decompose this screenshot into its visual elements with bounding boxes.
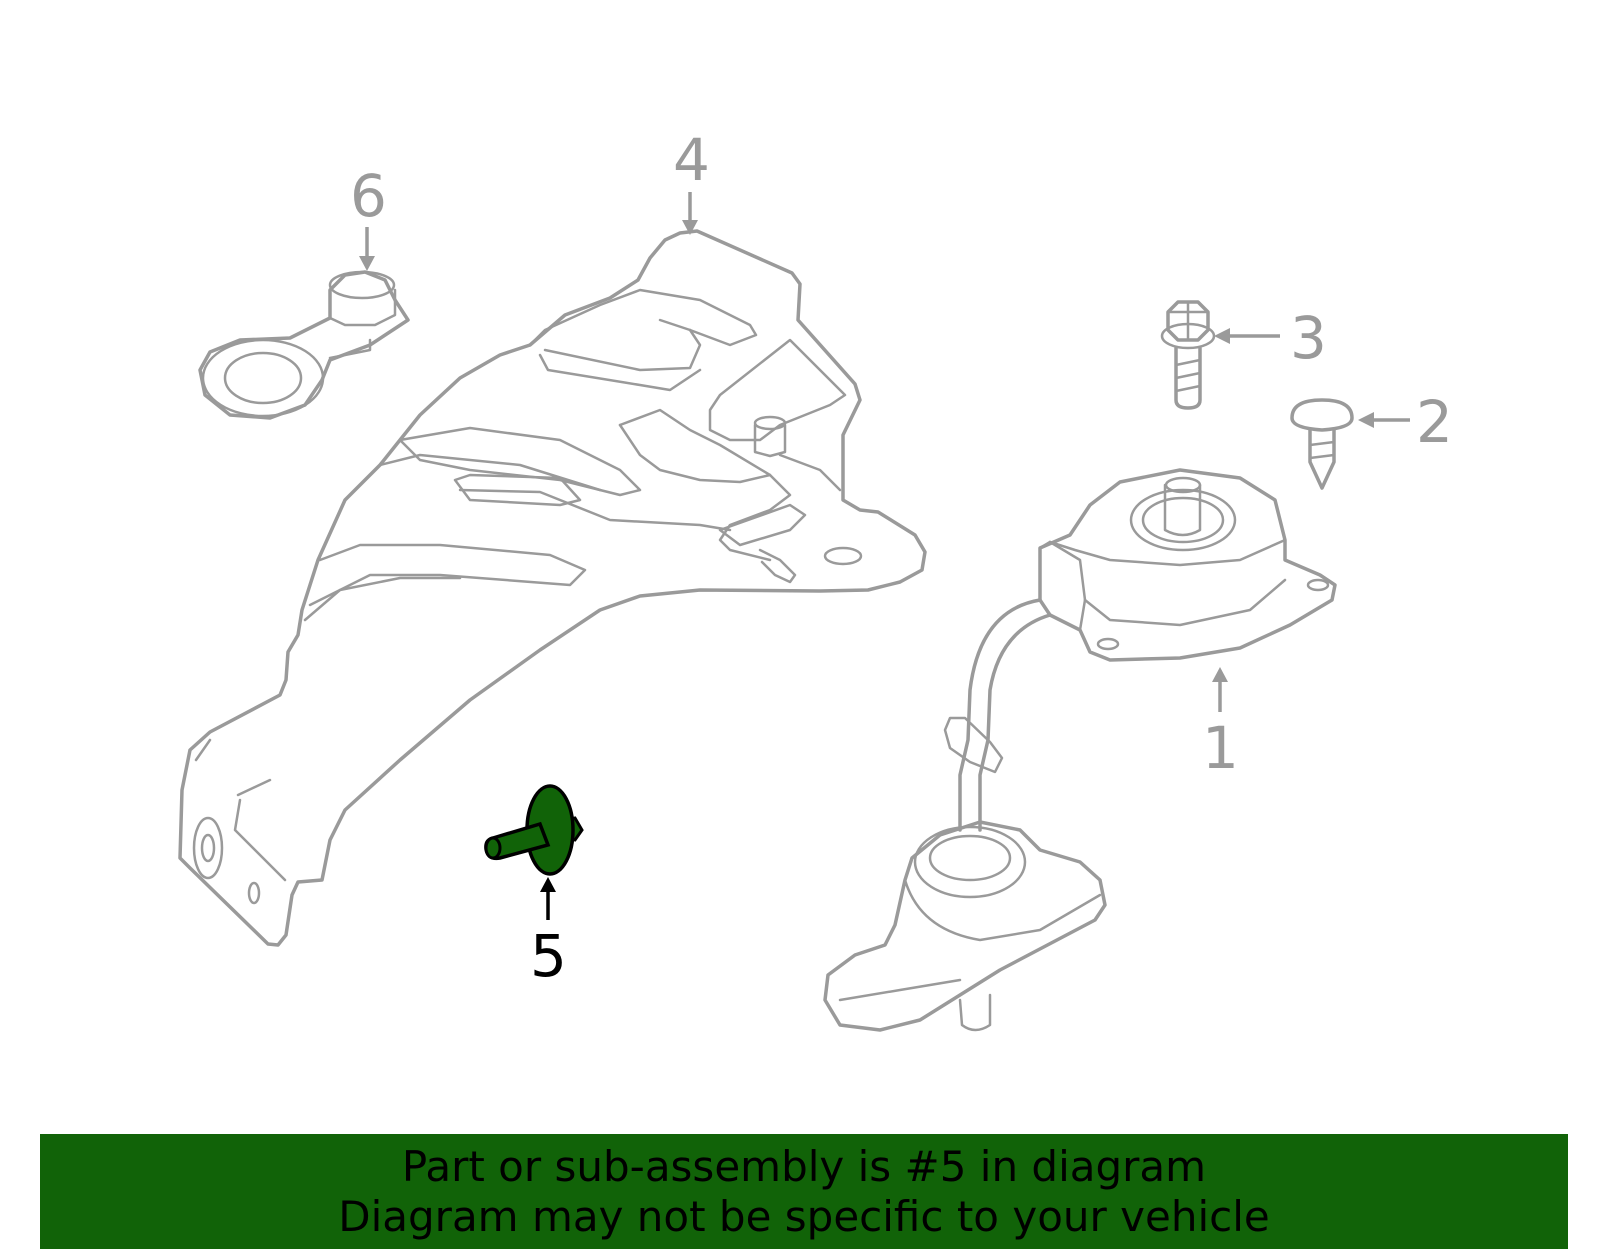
info-banner: Part or sub-assembly is #5 in diagram Di… [40,1134,1568,1249]
callout-number-5[interactable]: 5 [530,922,567,990]
callout-arrow-2 [1358,412,1410,428]
callout-number-4[interactable]: 4 [673,126,710,194]
part-5-stud-highlighted[interactable] [484,784,584,876]
callout-number-1[interactable]: 1 [1202,714,1239,782]
callout-number-6[interactable]: 6 [350,162,387,230]
callout-arrow-6 [359,227,375,271]
part-2-push-pin [1290,398,1354,490]
part-1-winch [823,468,1337,1032]
banner-line-part: Part or sub-assembly is #5 in diagram [401,1142,1207,1191]
callout-arrow-1 [1212,667,1228,712]
part-3-bolt [1160,300,1216,410]
callout-number-2[interactable]: 2 [1416,388,1453,456]
callout-arrow-5 [540,877,556,920]
part-6-grommet [198,270,410,420]
callout-number-3[interactable]: 3 [1290,304,1327,372]
callout-arrow-4 [682,192,698,235]
part-4-bracket [178,229,927,947]
banner-line-disclaimer: Diagram may not be specific to your vehi… [338,1192,1270,1241]
callout-arrow-3 [1214,328,1280,344]
